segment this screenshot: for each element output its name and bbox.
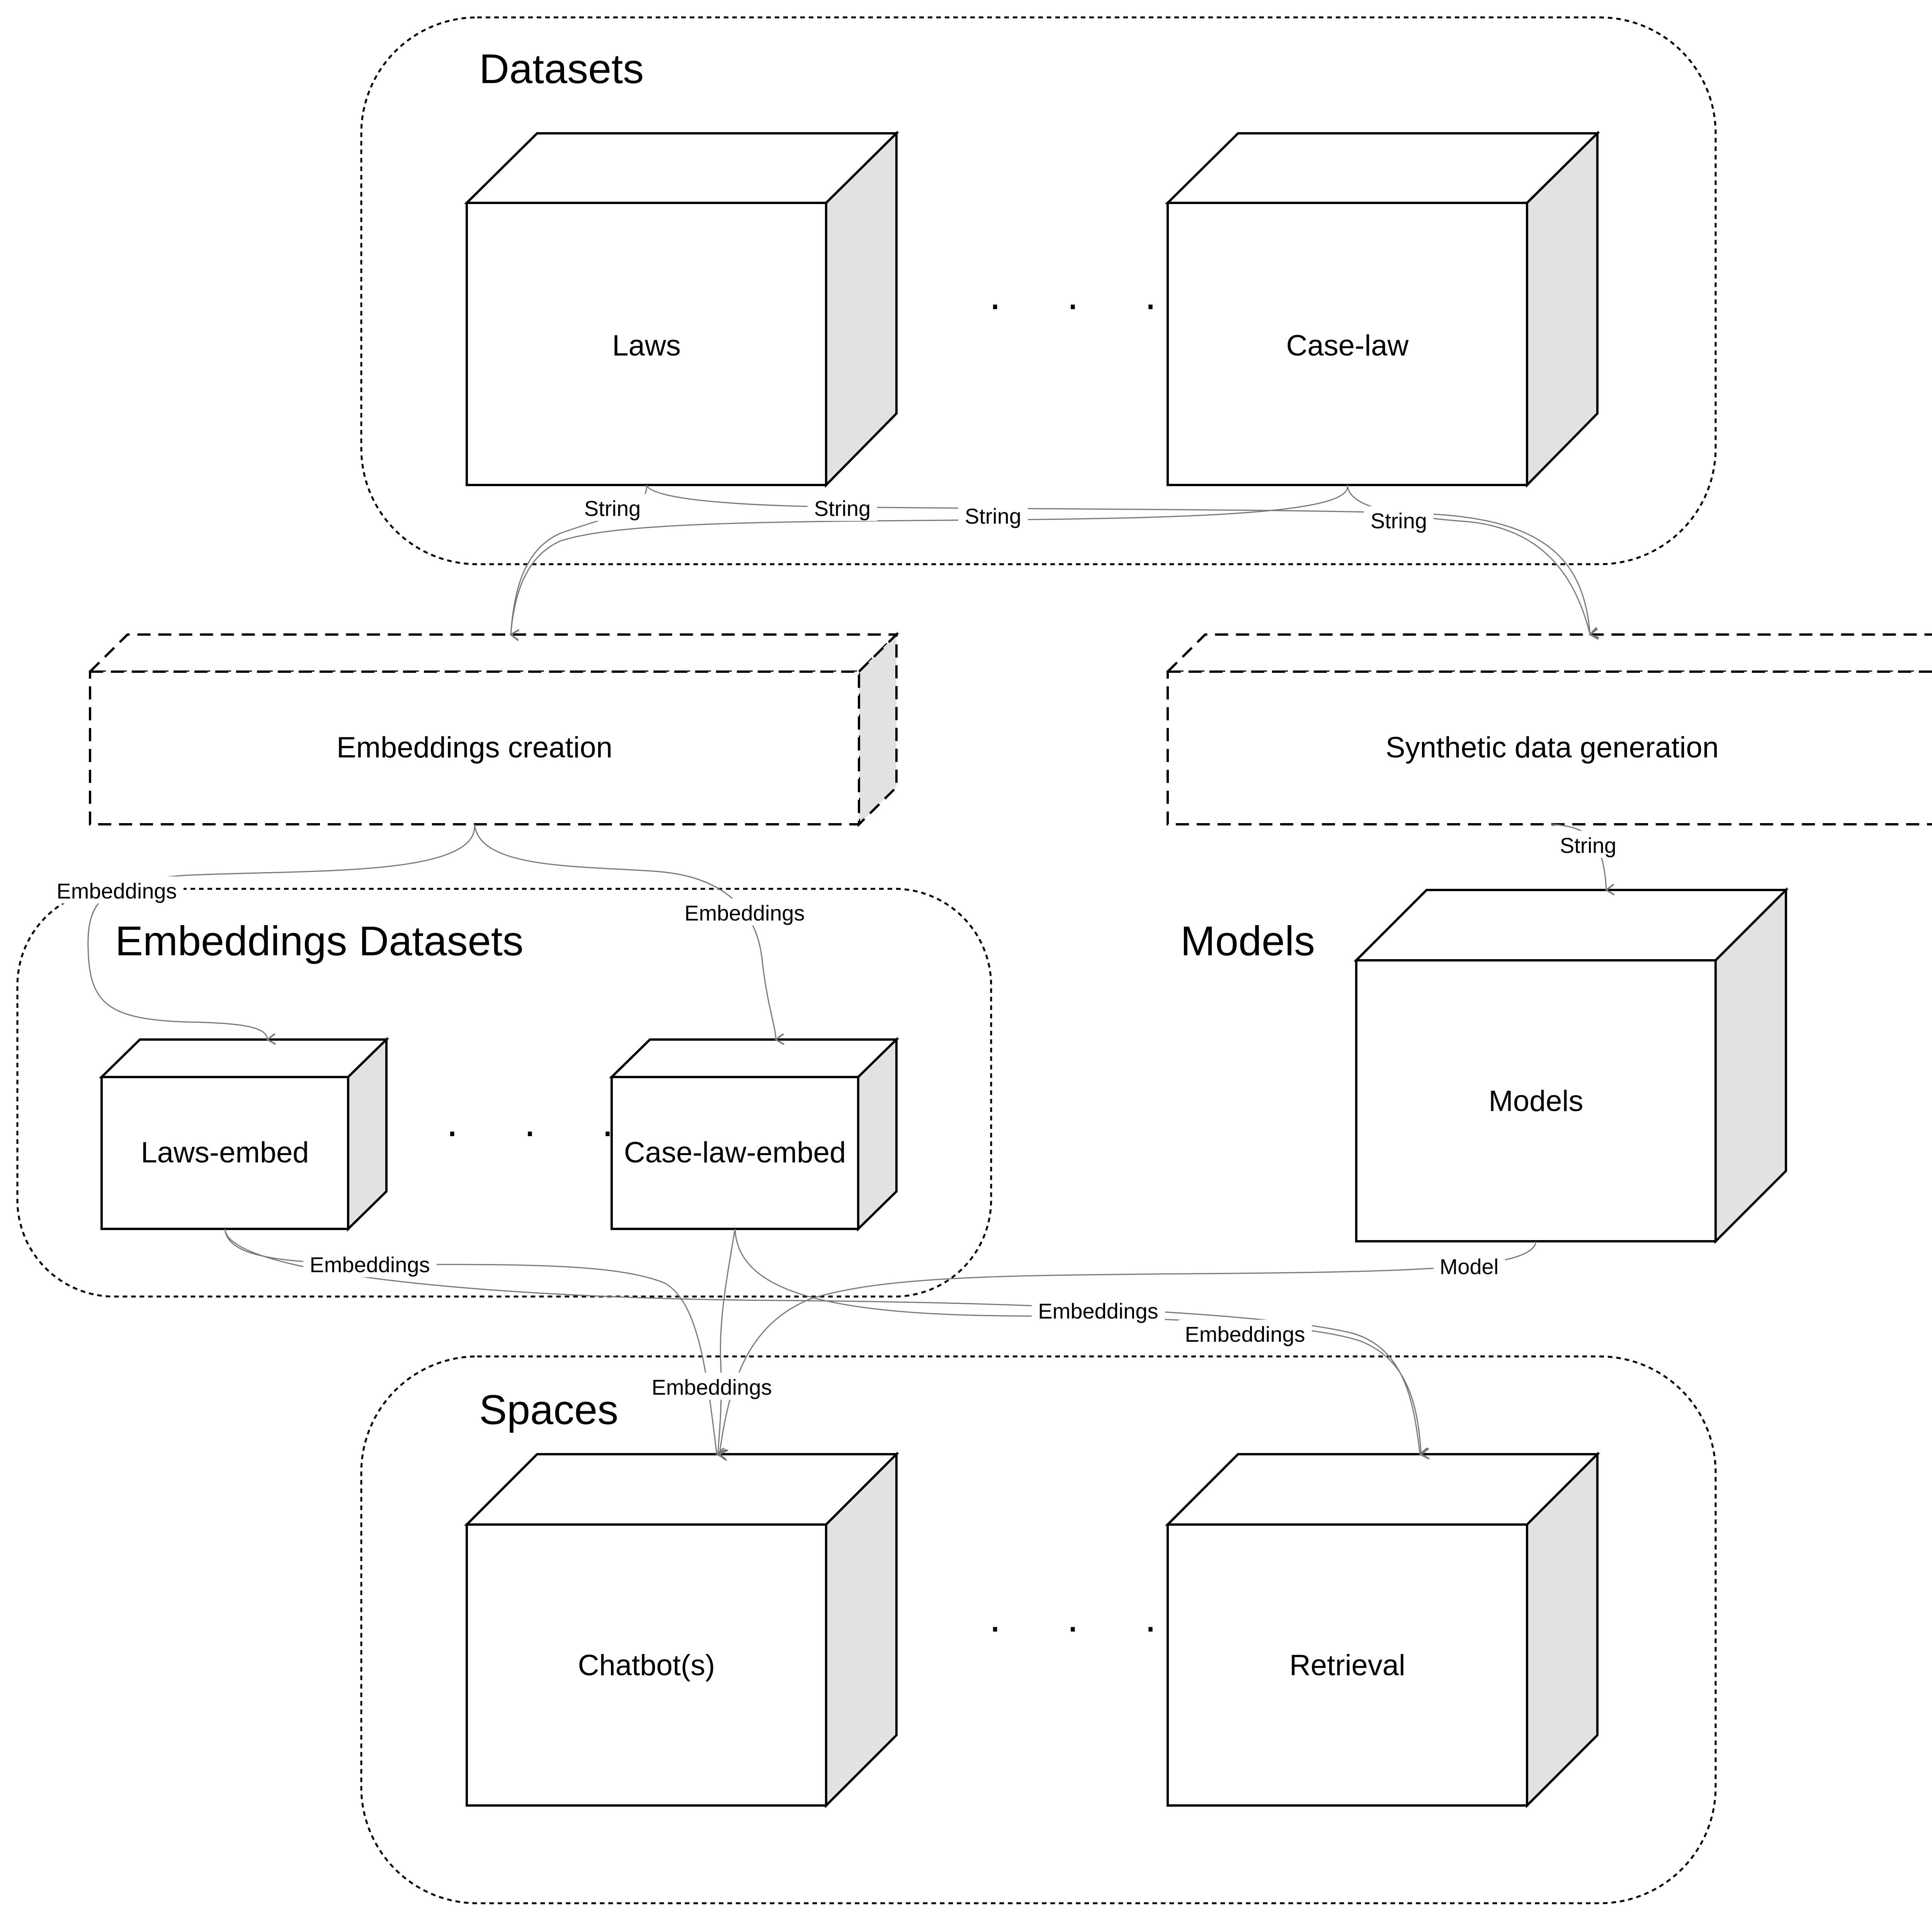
case-law-label: Case-law <box>1286 329 1409 362</box>
case-law-embed-label: Case-law-embed <box>624 1136 846 1169</box>
edge-label-laws-embeddings-creation: String <box>584 496 641 521</box>
edge-laws-to-synthetic <box>646 485 1590 635</box>
embeddings-creation-node[interactable]: Embeddings creation <box>87 631 900 827</box>
datasets-group-frame <box>360 16 1717 565</box>
models-group-title: Models <box>1180 917 1315 964</box>
chatbots-label: Chatbot(s) <box>578 1649 715 1682</box>
embeddings-datasets-group-frame <box>16 888 992 1298</box>
laws-embed-node[interactable]: Laws-embed <box>99 1036 389 1232</box>
retrieval-node[interactable]: Retrieval <box>1165 1451 1600 1809</box>
retrieval-label: Retrieval <box>1289 1649 1405 1682</box>
spaces-group-frame <box>360 1355 1717 1904</box>
synthetic-data-generation-node[interactable]: Synthetic data generation <box>1165 633 1932 825</box>
chatbots-node[interactable]: Chatbot(s) <box>464 1451 900 1809</box>
laws-dataset-node[interactable]: Laws <box>464 130 900 488</box>
edge-label-embeddings-laws-embed: Embeddings <box>56 879 177 903</box>
edge-embeddings-creation-to-laws-embed <box>87 824 475 1040</box>
edge-case-law-embed-to-chatbots <box>718 1229 736 1454</box>
edge-label-models-chatbots: Model <box>1440 1254 1499 1279</box>
edge-embeddings-creation-to-case-law-embed <box>474 824 776 1040</box>
case-law-embed-node[interactable]: Case-law-embed <box>609 1036 900 1232</box>
edge-label-embeddings-case-law-embed: Embeddings <box>684 901 804 925</box>
edge-label-laws-synthetic: String <box>814 496 871 521</box>
laws-embed-label: Laws-embed <box>141 1136 309 1169</box>
edge-case-law-embed-to-retrieval <box>734 1229 1421 1454</box>
spaces-group-title: Spaces <box>479 1386 618 1433</box>
embeddings-datasets-group-title: Embeddings Datasets <box>115 917 524 964</box>
embeddings-creation-label: Embeddings creation <box>337 731 612 764</box>
spaces-ellipsis: . . . <box>989 1593 1184 1641</box>
edge-case-law-to-embeddings-creation <box>511 485 1348 635</box>
case-law-dataset-node[interactable]: Case-law <box>1165 130 1600 488</box>
edge-label-group: String String String String String Embed… <box>50 494 1623 1400</box>
models-label: Models <box>1489 1085 1583 1118</box>
edge-label-case-law-synthetic: String <box>1371 509 1427 533</box>
edge-laws-embed-to-chatbots <box>224 1229 717 1454</box>
edge-models-to-chatbots <box>719 1241 1537 1454</box>
edge-label-laws-embed-retrieval: Embeddings <box>1038 1299 1158 1323</box>
datasets-ellipsis: . . . <box>989 271 1184 318</box>
edge-label-case-law-embed-chatbots: Embeddings <box>651 1375 772 1399</box>
laws-label: Laws <box>612 329 680 362</box>
edge-label-synthetic-models: String <box>1560 833 1616 858</box>
synthetic-data-generation-label: Synthetic data generation <box>1386 731 1719 764</box>
datasets-group-title: Datasets <box>479 45 644 92</box>
edge-label-case-law-embeddings-creation: String <box>965 504 1021 528</box>
embeddings-ellipsis: . . . <box>446 1098 641 1145</box>
models-node[interactable]: Models <box>1353 887 1789 1244</box>
edge-label-laws-embed-chatbots: Embeddings <box>310 1252 430 1277</box>
edge-label-case-law-embed-retrieval: Embeddings <box>1185 1322 1305 1346</box>
edge-case-law-to-synthetic <box>1347 485 1590 635</box>
